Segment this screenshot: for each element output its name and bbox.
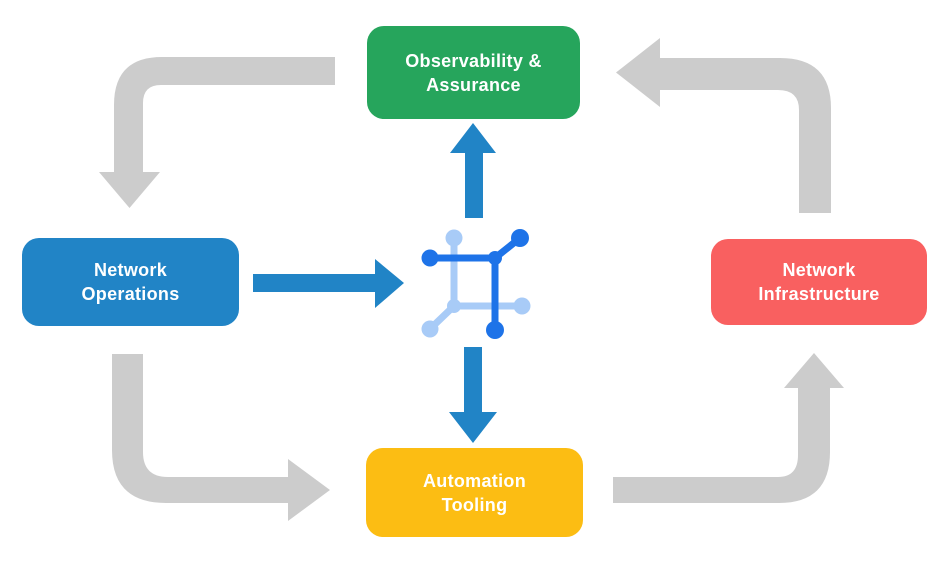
arrow-observability-to-operations: [99, 57, 335, 208]
arrow-operations-to-automation: [112, 354, 330, 521]
node-label-line: Infrastructure: [758, 284, 880, 304]
node-network-infrastructure: Network Infrastructure: [711, 239, 927, 325]
arrow-infrastructure-to-observability: [616, 38, 831, 213]
node-label-line: Observability &: [405, 50, 542, 71]
node-label-line: Automation: [423, 470, 526, 491]
node-label-line: Network: [93, 260, 168, 280]
network-mesh-dark-nodes: [421, 229, 529, 339]
network-mesh-icon: [421, 229, 531, 339]
node-label-line: Network: [782, 260, 856, 280]
node-label-line: Operations: [81, 284, 180, 304]
node-label-line: Assurance: [426, 74, 521, 95]
arrow-hub-to-automation: [449, 347, 497, 443]
node-automation-tooling: Automation Tooling: [366, 448, 583, 537]
arrow-hub-to-observability: [450, 123, 496, 218]
network-mesh-light-nodes: [421, 229, 531, 338]
node-network-operations: Network Operations: [22, 238, 239, 326]
node-label-line: Tooling: [441, 494, 508, 515]
arrow-operations-to-hub: [253, 259, 404, 308]
node-observability-assurance: Observability & Assurance: [367, 26, 580, 119]
arrow-automation-to-infrastructure: [613, 353, 844, 503]
